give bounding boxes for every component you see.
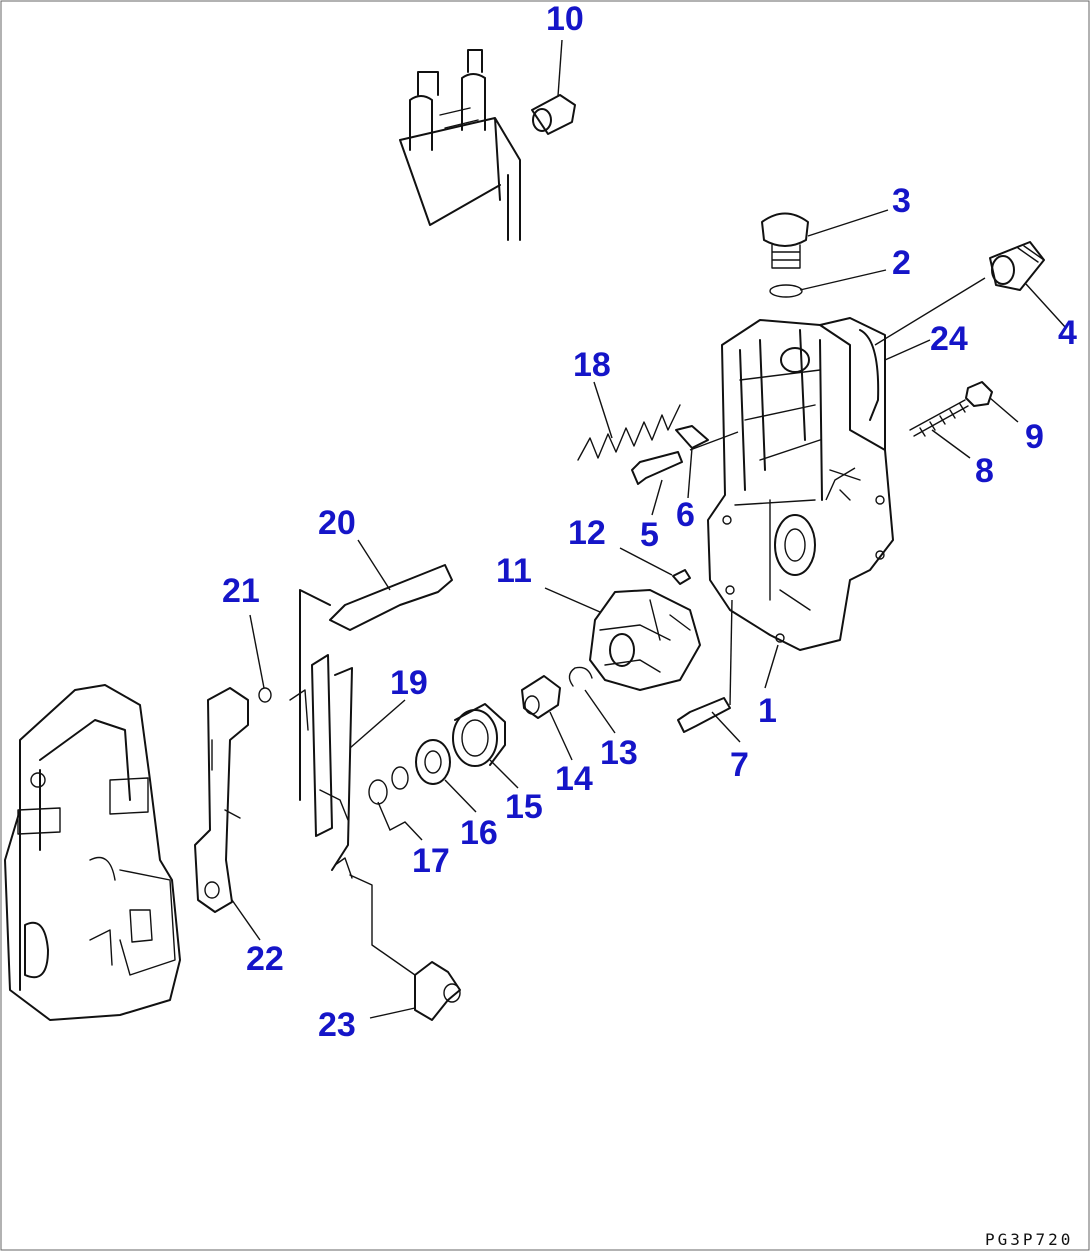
part-12-pin: [672, 569, 691, 585]
part-1-governor-housing: [707, 317, 894, 651]
callout-7: 7: [730, 746, 749, 784]
callout-2: 2: [892, 244, 911, 282]
part-23-lever-block: [349, 874, 461, 1021]
part-14-collar: [521, 675, 561, 719]
callout-10: 10: [546, 0, 584, 38]
callout-13: 13: [600, 734, 638, 772]
part-9-nut: [965, 381, 993, 407]
callout-19: 19: [390, 664, 428, 702]
callout-12: 12: [568, 514, 606, 552]
part-10-cap: [531, 94, 576, 135]
callout-18: 18: [573, 346, 611, 384]
part-15-sleeve: [452, 703, 506, 767]
part-11-flyweight-assembly: [589, 589, 701, 691]
callout-22: 22: [246, 940, 284, 978]
callout-15: 15: [505, 788, 543, 826]
part-19-lever-assembly: [289, 589, 353, 879]
part-13-snap-ring: [568, 666, 593, 687]
callout-5: 5: [640, 516, 659, 554]
governor-cover: [4, 684, 181, 1021]
callout-3: 3: [892, 182, 911, 220]
pump-top-assembly: [399, 49, 521, 241]
callout-labels: 1 2 3 4 5 6 7 8 9 10 11 12 13 14 15 16 1…: [222, 0, 1077, 1044]
callout-14: 14: [555, 760, 593, 798]
part-7-screw: [677, 697, 731, 733]
callout-23: 23: [318, 1006, 356, 1044]
part-6-washer: [675, 425, 709, 449]
part-8-bolt: [909, 399, 969, 437]
part-2-o-ring: [769, 284, 803, 298]
leader-lines: [231, 39, 1067, 1019]
part-5-screw: [631, 451, 683, 485]
part-4-cap: [989, 241, 1045, 291]
drawing-code: PG3P720: [985, 1230, 1073, 1249]
callout-17: 17: [412, 842, 450, 880]
callout-4: 4: [1058, 314, 1077, 352]
callout-9: 9: [1025, 418, 1044, 456]
callout-1: 1: [758, 692, 777, 730]
part-17-washers: [368, 766, 409, 805]
part-18-spring: [577, 404, 681, 461]
callout-8: 8: [975, 452, 994, 490]
callout-6: 6: [676, 496, 695, 534]
part-16-bearing: [415, 739, 451, 785]
callout-20: 20: [318, 504, 356, 542]
part-21-ring: [258, 687, 272, 703]
part-3-plug: [761, 212, 809, 269]
part-22-link: [194, 687, 249, 913]
callout-24: 24: [930, 320, 968, 358]
callout-16: 16: [460, 814, 498, 852]
callout-21: 21: [222, 572, 260, 610]
part-20-lever: [329, 564, 453, 631]
callout-11: 11: [496, 552, 532, 590]
